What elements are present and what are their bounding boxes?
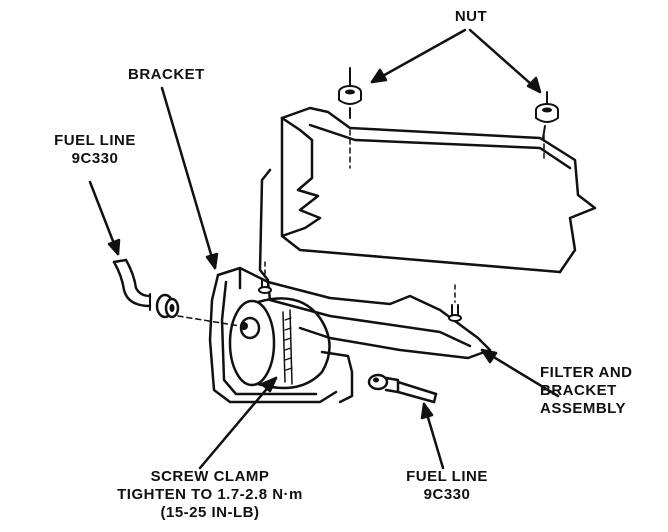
filter-bracket-assembly-line3: ASSEMBLY [540, 400, 626, 417]
fuel-line-left-line2: 9C330 [71, 150, 119, 167]
fuel-line-left-label: FUEL LINE 9C330 [40, 132, 150, 168]
nut-left [338, 67, 362, 119]
mounting-panel [258, 106, 597, 282]
nut-label: NUT [454, 8, 488, 25]
fuel-line-bottom-label: FUEL LINE 9C330 [392, 468, 502, 504]
nut-leader-arrows [370, 28, 542, 94]
leader-lines [88, 86, 560, 470]
fuel-line-bottom-line1: FUEL LINE [406, 468, 488, 485]
fuel-line-left-pipe [112, 258, 180, 319]
fuel-line-bottom-line2: 9C330 [423, 486, 471, 503]
filter-bracket-assembly-label: FILTER AND BRACKET ASSEMBLY [540, 364, 665, 418]
bracket-label: BRACKET [128, 66, 205, 83]
screw-clamp-label: SCREW CLAMP TIGHTEN TO 1.7-2.8 N·m (15-2… [70, 468, 350, 522]
fuel-line-left-line1: FUEL LINE [54, 132, 136, 149]
screw-clamp-line3: (15-25 IN-LB) [160, 504, 260, 521]
fuel-line-bottom-pipe [367, 373, 438, 404]
filter-bracket-assembly-line1: FILTER AND [540, 364, 633, 381]
screw-clamp-line1: SCREW CLAMP [150, 468, 270, 485]
filter-bracket-assembly-line2: BRACKET [540, 382, 617, 399]
alignment-line [177, 315, 241, 327]
fuel-filter [228, 297, 354, 404]
nut-right [535, 91, 559, 139]
screw-clamp-line2: TIGHTEN TO 1.7-2.8 N·m [117, 486, 303, 503]
